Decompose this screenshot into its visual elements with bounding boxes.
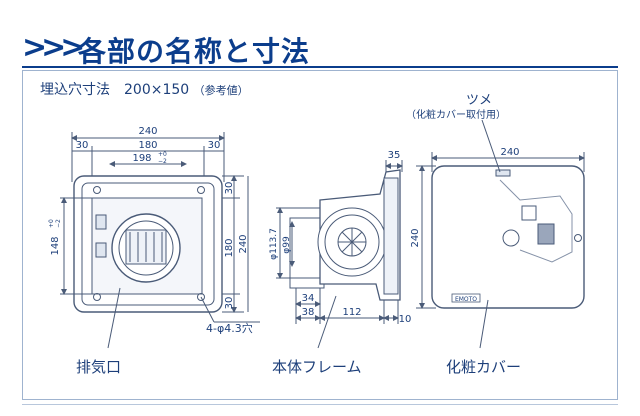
tsume-label: ツメ [466, 93, 492, 108]
front-view-labels: 240 30 180 30 198 +0 −2 148 +0 −2 30 180… [48, 126, 253, 335]
dim-inner: 180 [138, 140, 157, 151]
dim-10: 10 [399, 314, 412, 325]
brand-plate: EMOTO [455, 296, 477, 303]
cover-view [416, 119, 585, 349]
dim-38: 38 [302, 307, 315, 318]
caption-body-frame: 本体フレーム [272, 358, 362, 376]
header-rule [22, 66, 618, 68]
dim-side-right: 30 [208, 140, 221, 151]
dim-34: 34 [302, 293, 315, 304]
side-view [276, 160, 403, 349]
dim-side-left: 30 [76, 140, 89, 151]
dim-height-tol-lower: −2 [55, 219, 62, 228]
dim-right-mid: 180 [224, 238, 235, 257]
dim-height-left: 148 [50, 236, 61, 255]
dim-opening-tol-upper: +0 [158, 151, 167, 158]
page-title: 各部の名称と寸法 [78, 35, 311, 68]
header-arrows: >>> [22, 30, 85, 65]
side-view-labels: 35 φ113.7 φ99 34 38 112 10 [269, 150, 411, 325]
cover-dim-width: 240 [500, 147, 519, 158]
dim-right-top: 30 [224, 182, 235, 195]
dim-opening: 198 [132, 153, 151, 164]
bottom-rule [22, 404, 618, 405]
dim-opening-tol-lower: −2 [158, 158, 167, 165]
dim-phi-outer: φ113.7 [269, 228, 279, 260]
tsume-note: （化粧カバー取付用） [406, 108, 506, 121]
dim-top-35: 35 [388, 150, 401, 161]
dim-112: 112 [342, 307, 361, 318]
cover-dim-height: 240 [410, 228, 421, 247]
hole-note: 4-φ4.3穴 [206, 321, 253, 335]
dim-right-total: 240 [238, 234, 249, 253]
caption-exhaust-port: 排気口 [76, 358, 122, 376]
recess-size-label: 埋込穴寸法 200×150 （参考値） [40, 79, 249, 99]
dim-height-tol-upper: +0 [48, 219, 55, 228]
dim-phi-inner: φ99 [282, 236, 292, 254]
dim-total-width: 240 [138, 126, 157, 137]
cover-view-labels: ツメ （化粧カバー取付用） 240 240 EMOTO [406, 93, 520, 303]
dim-right-bottom: 30 [224, 297, 235, 310]
recess-size-note: （参考値） [193, 84, 249, 97]
caption-decorative-cover: 化粧カバー [446, 358, 522, 376]
front-view [60, 132, 260, 349]
recess-size-main: 埋込穴寸法 200×150 [40, 82, 190, 98]
